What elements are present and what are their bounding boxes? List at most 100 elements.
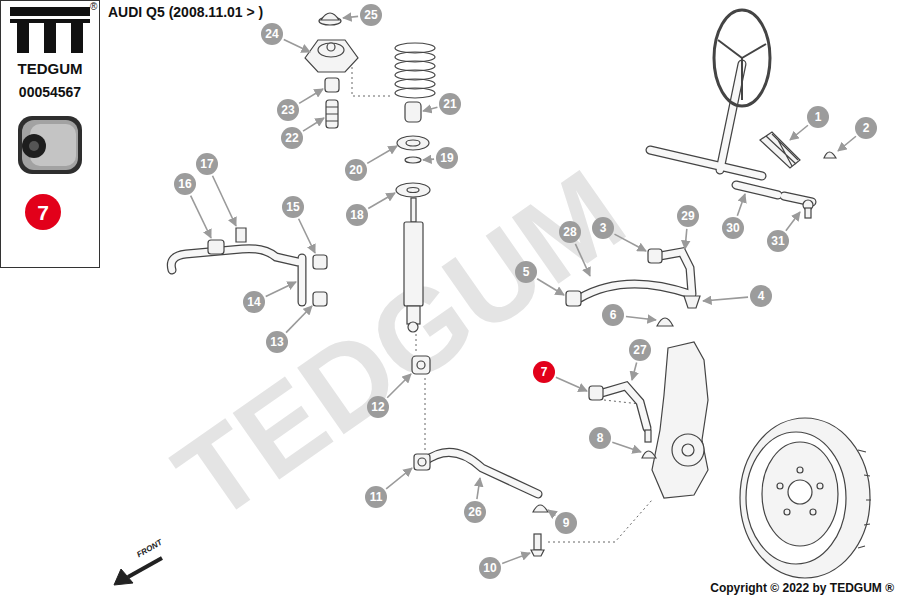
part [645, 430, 651, 442]
arm-outline [424, 452, 538, 494]
bushing-photo [18, 116, 82, 174]
callout-badge: 25 [360, 4, 382, 26]
callout-badge: 10 [479, 557, 501, 579]
arm-outline [720, 64, 742, 170]
callout-number: 6 [610, 309, 617, 321]
part [858, 450, 871, 548]
leader-arrow [303, 118, 324, 131]
part [236, 228, 246, 242]
arm-body [424, 452, 538, 494]
guide-line [352, 62, 652, 542]
brand-logo [44, 19, 56, 53]
callout-number: 15 [286, 201, 299, 213]
part [313, 255, 327, 269]
callout-number: 7 [37, 202, 49, 223]
arm-body [580, 284, 690, 298]
callout-number: 18 [350, 209, 363, 221]
brand-logo [17, 19, 29, 53]
part [208, 240, 224, 254]
part [313, 292, 327, 306]
part [810, 509, 816, 515]
part [321, 13, 339, 20]
part [395, 43, 435, 98]
leader-arrow [286, 306, 312, 333]
bushing-photo [22, 120, 78, 170]
leader-arrow [575, 244, 590, 276]
diagram-title: AUDI Q5 (2008.11.01 > ) [108, 5, 263, 19]
callout-badge: 24 [261, 23, 283, 45]
arm-body [602, 386, 647, 428]
callout-badge: 23 [277, 99, 299, 121]
callout-badge: 8 [589, 427, 611, 449]
part [208, 10, 871, 578]
copyright-notice: Copyright © 2022 by TEDGUM ® [710, 582, 894, 594]
part [642, 451, 656, 458]
callout-badge: 5 [515, 261, 537, 283]
part [325, 78, 339, 92]
bushing-photo [29, 141, 39, 151]
part-number: 00054567 [1, 85, 99, 99]
part [407, 306, 420, 324]
watermark: TEDGUM [157, 150, 644, 540]
part [652, 342, 708, 498]
callout-badge: 20 [345, 159, 367, 181]
callout-badge: 30 [722, 217, 744, 239]
arm-outline [171, 64, 812, 494]
callout-number: 28 [563, 226, 576, 238]
part [682, 444, 694, 456]
callout-number: 9 [563, 517, 570, 529]
callout-badge: 26 [464, 501, 486, 523]
guide-line [352, 62, 390, 96]
arm-outline [171, 249, 298, 270]
callout-badge: 19 [436, 147, 458, 169]
callout-number: 30 [726, 222, 739, 234]
leader-arrow [477, 478, 480, 499]
callout-number: 13 [270, 336, 283, 348]
leader-arrow [537, 279, 564, 295]
part [534, 534, 541, 550]
arm-body [650, 150, 762, 176]
brand-logo [10, 19, 90, 23]
part [326, 100, 338, 128]
part [404, 222, 423, 306]
leader-arrow [213, 176, 236, 226]
part [672, 434, 704, 466]
callout-number: 4 [758, 290, 765, 302]
callout-badge: 16 [174, 173, 196, 195]
part [396, 183, 430, 197]
bushing-photo [18, 116, 82, 174]
part [405, 157, 421, 163]
leader-arrow [191, 196, 211, 238]
part [788, 480, 812, 504]
leader-arrow [790, 125, 808, 140]
callout-badge: 29 [677, 205, 699, 227]
leader-arrow [423, 158, 434, 161]
direction-label: FRONT [136, 539, 164, 560]
part [533, 505, 548, 512]
callout-number: 24 [265, 28, 278, 40]
callout-badge: 15 [282, 196, 304, 218]
part [395, 88, 435, 98]
part [817, 483, 823, 489]
part [417, 361, 425, 369]
leader-arrow [786, 212, 800, 231]
callout-badge: 14 [243, 291, 265, 313]
part [824, 152, 836, 158]
brand-logo [10, 7, 90, 16]
part [566, 291, 581, 306]
callout-badge: 13 [266, 331, 288, 353]
bushing-photo [22, 134, 46, 158]
callout-number: 29 [681, 210, 694, 222]
callout-badge: 4 [750, 285, 772, 307]
leader-arrow [612, 442, 641, 452]
callout-badge: 18 [346, 204, 368, 226]
leader-arrow [685, 229, 687, 249]
leader-arrow [556, 377, 587, 391]
leader-arrow [367, 146, 397, 163]
callout-badge: 6 [602, 304, 624, 326]
part [657, 318, 673, 326]
callout-number: 1 [815, 111, 822, 123]
arm-outline [650, 150, 762, 176]
highlight-badge: 7 [533, 361, 555, 383]
